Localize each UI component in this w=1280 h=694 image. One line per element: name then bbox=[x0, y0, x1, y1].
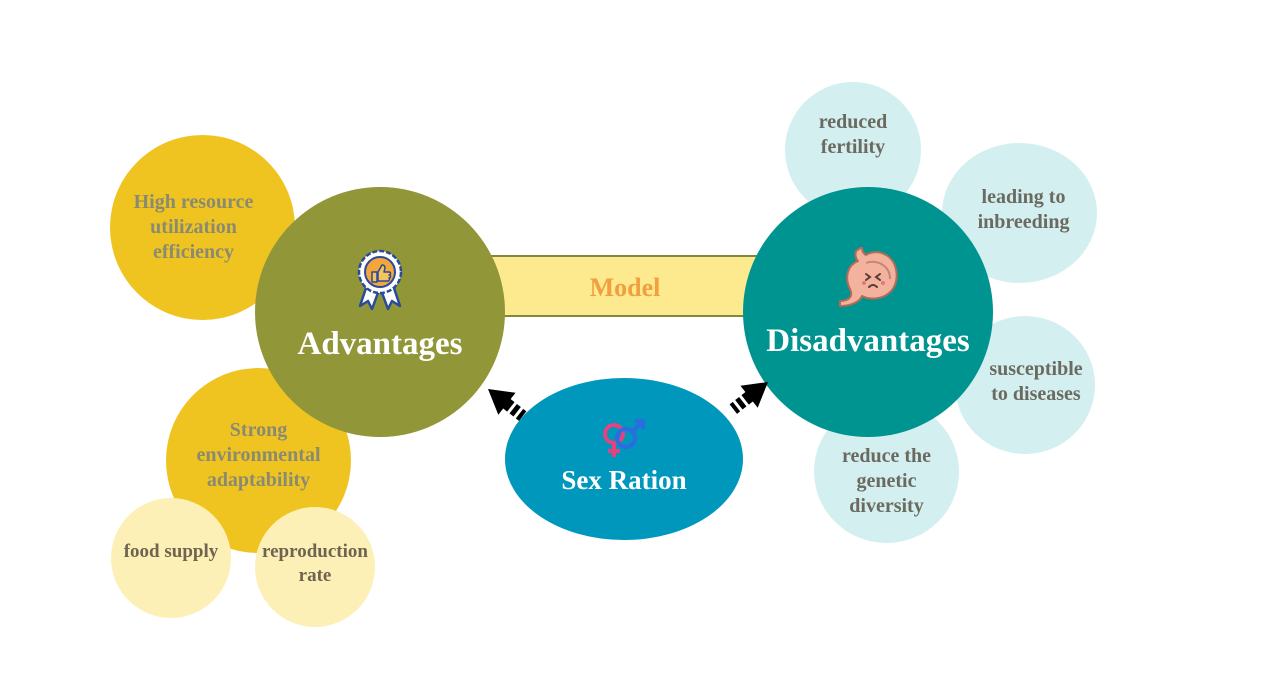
sex-ratio-node: Sex Ration bbox=[505, 378, 743, 540]
arrow-to-advantages bbox=[488, 389, 527, 421]
advantage-item-label: High resource utilization efficiency bbox=[133, 191, 254, 263]
arrow-to-disadvantages bbox=[729, 382, 768, 414]
sub-item-reproduction-rate: reproduction rate bbox=[255, 507, 375, 627]
sub-item-label: food supply bbox=[123, 541, 219, 563]
advantage-item-resource-efficiency: High resource utilization efficiency bbox=[110, 135, 295, 320]
disadvantages-node: Disadvantages bbox=[743, 187, 993, 437]
sub-item-food-supply: food supply bbox=[111, 498, 231, 618]
sick-stomach-icon bbox=[839, 246, 898, 307]
sub-item-label: reproduction rate bbox=[262, 541, 368, 586]
disadvantage-item-label: reduced fertility bbox=[818, 111, 888, 158]
disadvantage-item-label: susceptible to diseases bbox=[989, 358, 1083, 405]
sex-ratio-label: Sex Ration bbox=[561, 465, 687, 496]
advantages-label: Advantages bbox=[297, 325, 463, 362]
disadvantage-item-label: reduce the genetic diversity bbox=[841, 445, 932, 517]
advantage-item-label: Strong environmental adaptability bbox=[196, 419, 321, 491]
advantages-node: Advantages bbox=[255, 187, 505, 437]
model-label: Model bbox=[589, 273, 661, 302]
disadvantages-label: Disadvantages bbox=[766, 322, 970, 359]
model-bridge bbox=[470, 255, 770, 317]
award-ribbon-thumbs-up-icon bbox=[357, 249, 403, 311]
gender-symbols-icon bbox=[603, 419, 645, 458]
disadvantage-item-label: leading to inbreeding bbox=[977, 186, 1070, 233]
